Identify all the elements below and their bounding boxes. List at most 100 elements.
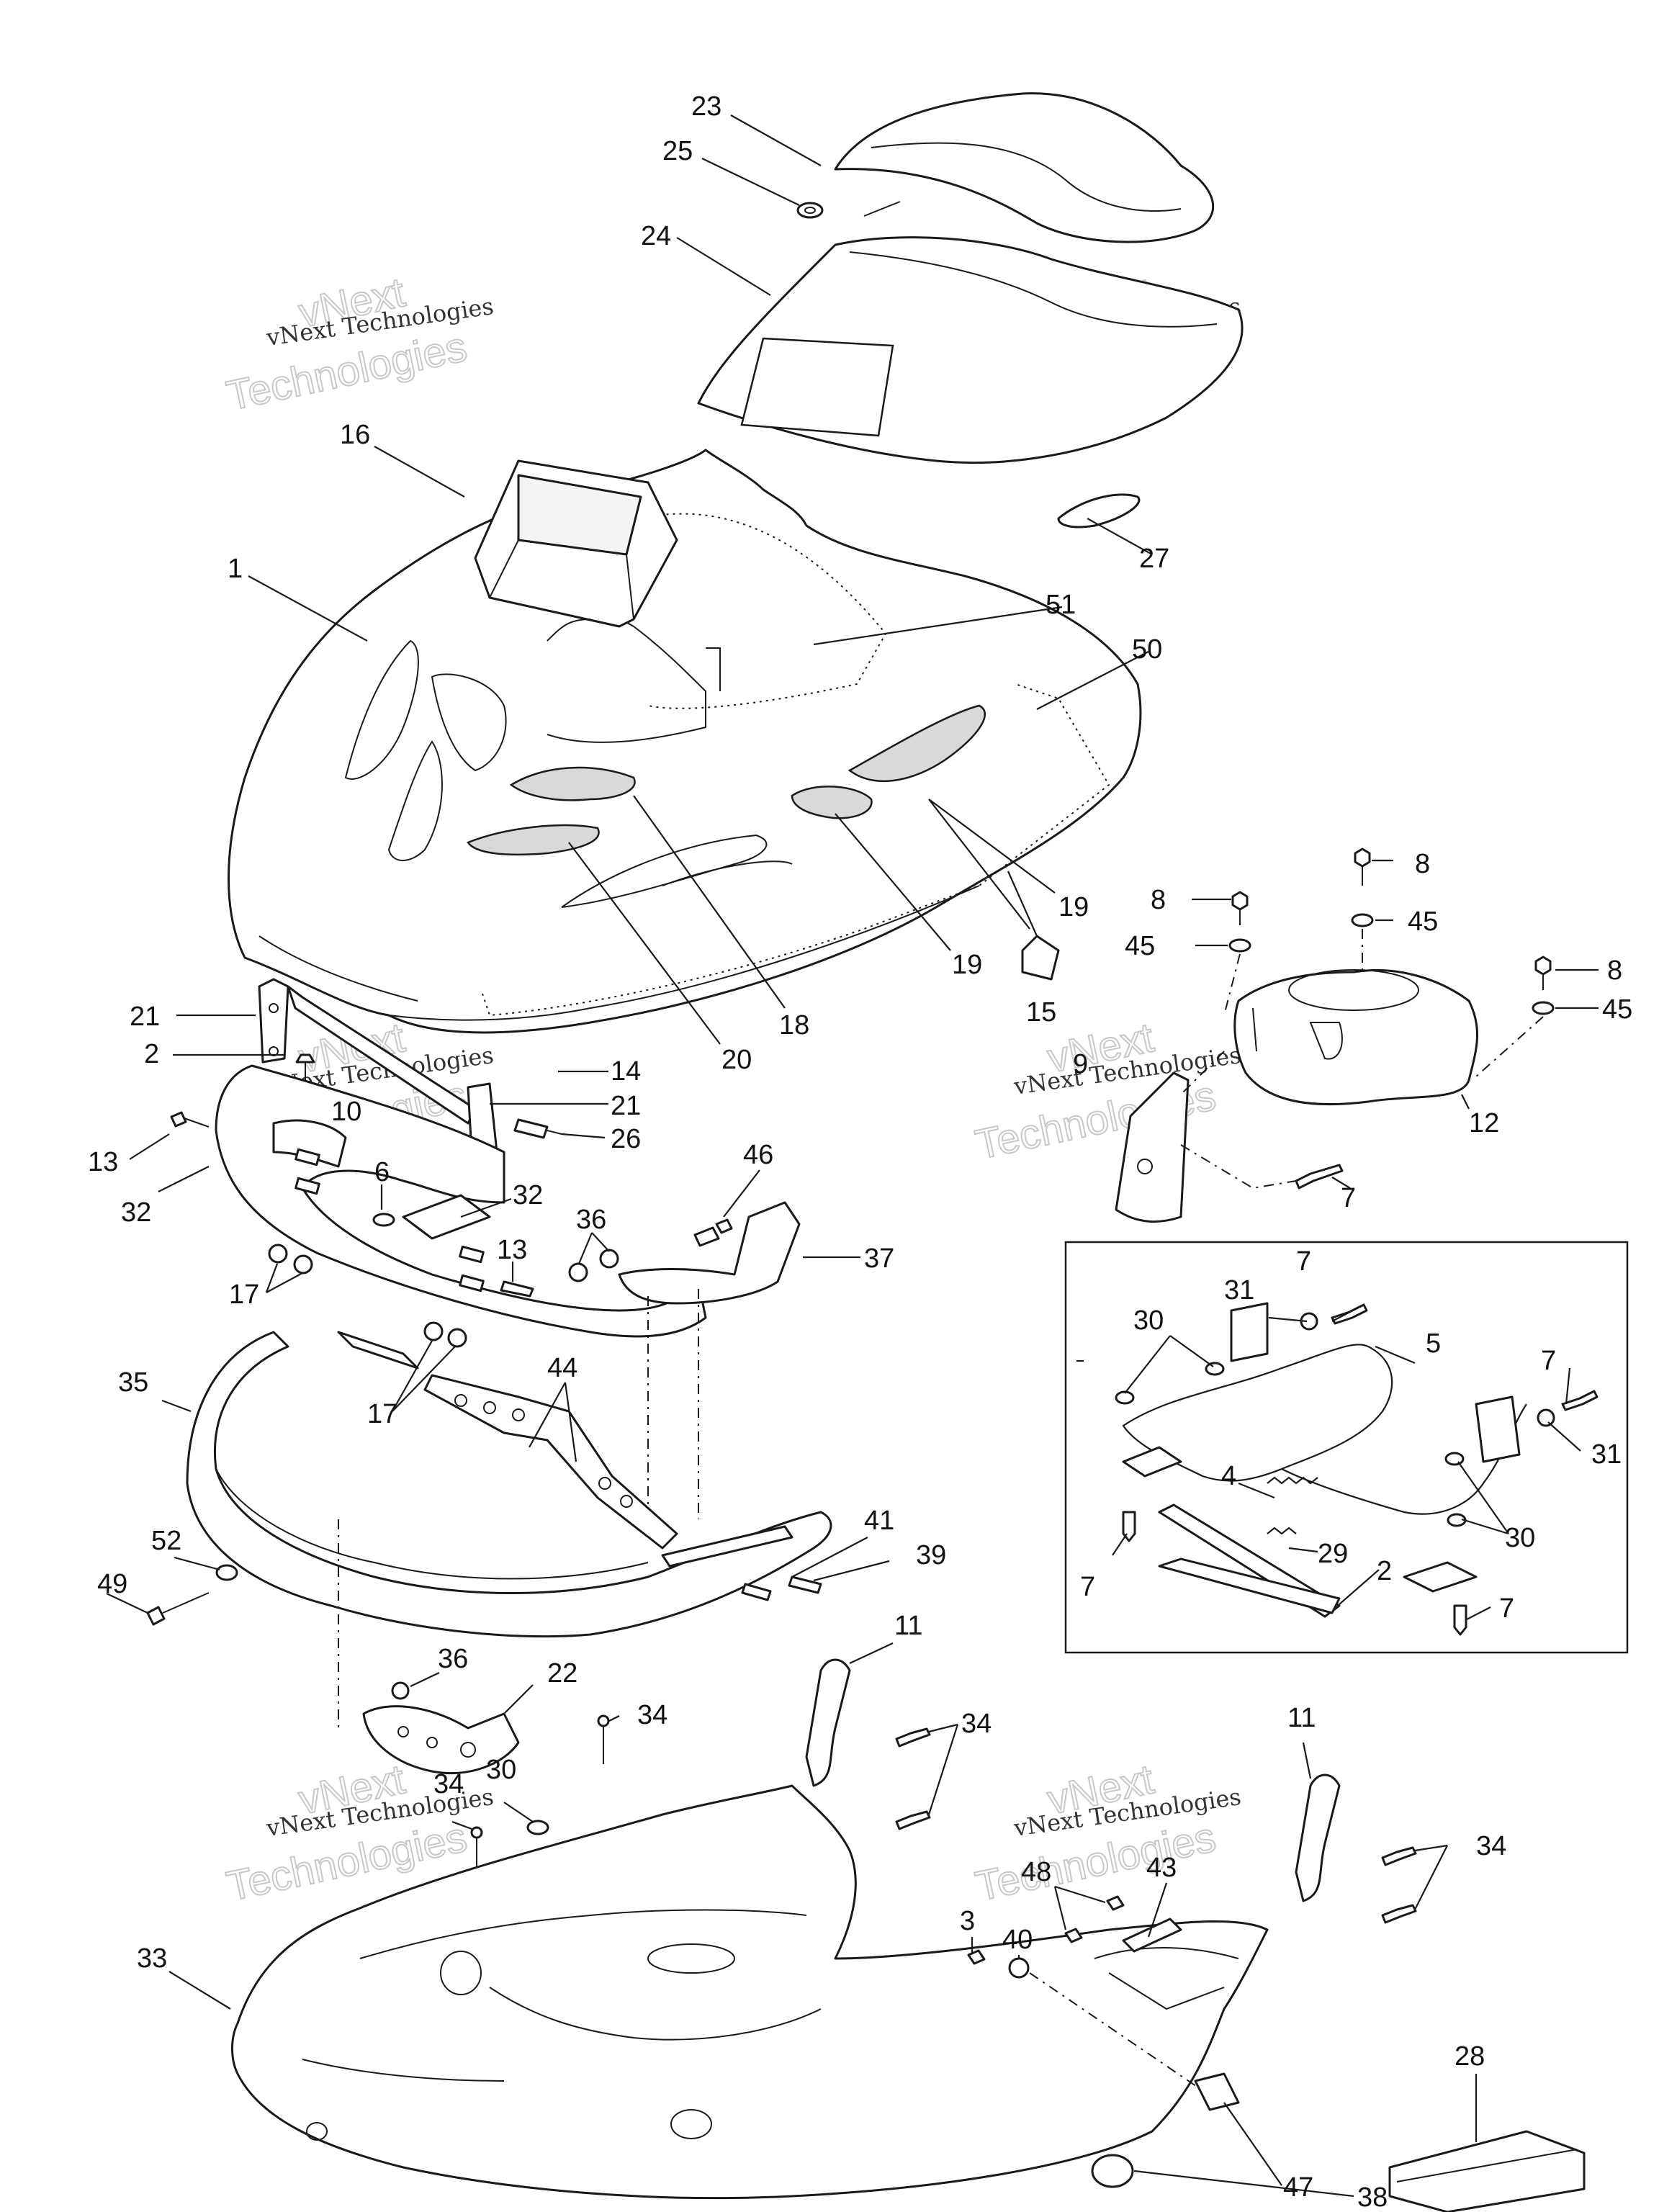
part-38-plug	[1091, 2154, 1134, 2188]
callout-23: 23	[691, 91, 721, 122]
part-23-seat-cushion	[834, 92, 1215, 243]
callout-30a: 30	[1133, 1305, 1164, 1336]
callout-51: 51	[1046, 590, 1076, 620]
washer-45c	[1532, 1001, 1555, 1015]
part-35-bumper	[186, 1331, 832, 1638]
assembly-line	[1223, 953, 1241, 1016]
part-13-bolt-left	[170, 1111, 210, 1128]
part-36-nut-lower	[391, 1681, 410, 1700]
callout-22: 22	[547, 1658, 577, 1689]
part-37-bracket	[618, 1201, 801, 1305]
inset-rivets	[1122, 1303, 1599, 1636]
leader	[928, 799, 1038, 937]
part-28-mat	[1388, 2130, 1586, 2212]
part-47-decal	[1194, 2072, 1240, 2111]
callout-38: 38	[1357, 2182, 1388, 2212]
callout-33: 33	[137, 1943, 167, 1974]
rivet-7a	[1295, 1164, 1344, 1190]
part-6-washer	[372, 1213, 395, 1227]
part-43-plate	[1122, 1917, 1182, 1953]
callout-11b: 11	[1287, 1703, 1316, 1733]
callout-26: 26	[611, 1124, 641, 1154]
callout-36b: 36	[438, 1644, 468, 1674]
callout-46: 46	[743, 1140, 773, 1170]
part-13-bolt-right	[500, 1280, 534, 1298]
part-11-bracket-left	[805, 1658, 851, 1787]
callout-17a: 17	[229, 1280, 259, 1310]
watermark-top-left: vNext Technologies vNext Technologies	[222, 268, 495, 420]
part-39-bolts	[741, 1575, 822, 1601]
assembly-line	[1180, 1144, 1297, 1190]
callout-13a: 13	[88, 1147, 118, 1177]
callout-labels: 23 25 24 16 1 27 51 50 8 8 45 45 8 45 19…	[88, 91, 1632, 2212]
part-2-inset-lever	[1158, 1503, 1341, 1618]
callout-14: 14	[611, 1056, 641, 1087]
callout-21a: 21	[130, 1002, 160, 1032]
part-48-bolts	[1064, 1895, 1125, 1943]
part-36-nuts	[568, 1249, 619, 1282]
callout-34c: 34	[433, 1769, 464, 1799]
callout-21b: 21	[611, 1091, 641, 1121]
bolt-8a	[1354, 848, 1371, 886]
part-49-bolt	[146, 1592, 210, 1626]
callout-48: 48	[1021, 1857, 1051, 1887]
callout-5: 5	[1426, 1328, 1441, 1359]
callout-19b: 19	[952, 950, 982, 980]
part-32-plate	[402, 1194, 491, 1240]
callout-49: 49	[97, 1569, 127, 1599]
callout-32a: 32	[121, 1197, 151, 1228]
part-9-bracket	[1115, 1071, 1190, 1223]
callout-7b: 7	[1296, 1246, 1311, 1277]
callout-7c: 7	[1541, 1346, 1556, 1376]
callout-44: 44	[547, 1353, 577, 1383]
callout-30c: 30	[486, 1755, 516, 1785]
part-29-spring	[1267, 1476, 1318, 1535]
callout-9: 9	[1073, 1049, 1088, 1079]
callout-4: 4	[1221, 1461, 1236, 1491]
bolt-8b	[1231, 891, 1249, 925]
leader-lines	[106, 114, 1599, 2198]
callout-27: 27	[1139, 544, 1169, 574]
callout-8c: 8	[1607, 956, 1622, 986]
part-44-reinforcement	[337, 1331, 678, 1550]
part-34-rivets	[470, 1714, 1417, 1924]
callout-52: 52	[151, 1526, 181, 1556]
part-40-nut	[1008, 1957, 1030, 1979]
part-12-rear-cover	[1233, 968, 1478, 1106]
part-26-bolt	[513, 1118, 562, 1139]
part-5-cable	[1122, 1344, 1527, 1515]
part-10-bolt	[295, 1053, 315, 1087]
callout-31b: 31	[1591, 1439, 1622, 1470]
callout-29: 29	[1318, 1539, 1348, 1569]
part-52-washer	[215, 1564, 238, 1581]
callout-8a: 8	[1415, 849, 1430, 879]
part-46-bolt	[693, 1218, 733, 1247]
part-25-grommet	[796, 202, 824, 219]
bolt-8c	[1534, 956, 1552, 990]
callout-43: 43	[1146, 1853, 1177, 1883]
washer-45b	[1228, 938, 1251, 953]
part-16-console	[474, 459, 678, 642]
callout-25: 25	[662, 136, 693, 166]
callout-50: 50	[1132, 634, 1162, 665]
callout-32b: 32	[513, 1180, 543, 1210]
callout-6: 6	[374, 1157, 390, 1187]
part-41-strip	[661, 1525, 793, 1568]
callout-37: 37	[864, 1244, 894, 1274]
callout-45b: 45	[1125, 931, 1155, 961]
washer-45a	[1351, 913, 1374, 927]
callout-47: 47	[1283, 2172, 1313, 2203]
callout-34a: 34	[637, 1700, 667, 1730]
part-3-bolt	[967, 1949, 986, 1965]
part-21-hinge-left	[258, 978, 289, 1064]
callout-7d: 7	[1080, 1572, 1095, 1602]
part-17-nuts	[268, 1244, 467, 1348]
callout-18: 18	[779, 1010, 809, 1040]
callout-19a: 19	[1058, 892, 1089, 922]
part-22-bracket	[362, 1705, 520, 1775]
callout-36a: 36	[576, 1205, 606, 1235]
callout-34b: 34	[961, 1709, 992, 1739]
part-11-bracket-right	[1295, 1773, 1341, 1902]
callout-10: 10	[331, 1097, 361, 1127]
inset-pads	[1122, 1302, 1521, 1593]
